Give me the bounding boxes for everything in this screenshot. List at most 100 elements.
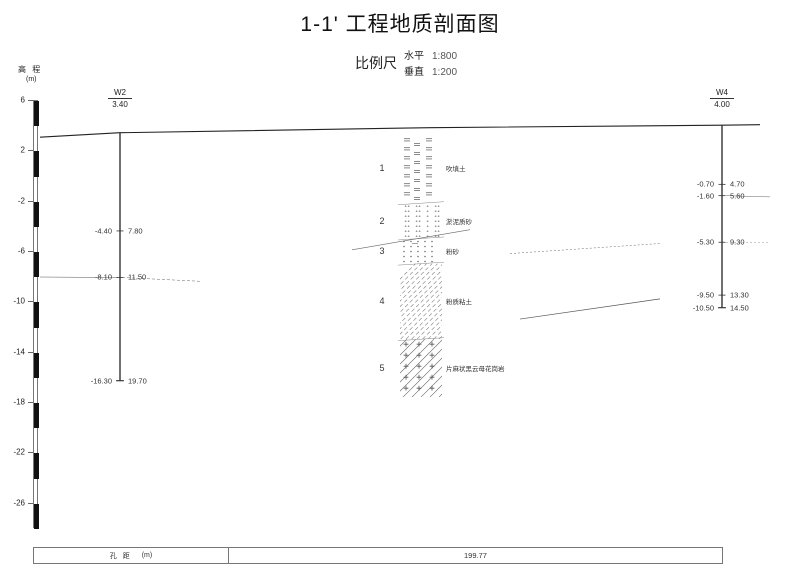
svg-text:~: ~ bbox=[404, 230, 406, 234]
scale-ratio-horizontal: 1:800 bbox=[432, 51, 458, 62]
spacing-table-header: 孔 距 (m) bbox=[34, 548, 229, 563]
axis-band bbox=[34, 252, 39, 278]
axis-tick-label: 2 bbox=[20, 145, 25, 155]
stratum-name-5: 片麻状黑云母花岗岩 bbox=[446, 366, 505, 374]
svg-text:~: ~ bbox=[407, 225, 409, 229]
svg-text:~: ~ bbox=[415, 215, 417, 219]
svg-text:~: ~ bbox=[404, 220, 406, 224]
svg-text:~: ~ bbox=[426, 210, 428, 214]
svg-text:~: ~ bbox=[407, 220, 409, 224]
svg-text:~: ~ bbox=[418, 205, 420, 209]
depth-annotation-depth: 11.50 bbox=[128, 272, 147, 282]
borehole-elevation: 4.00 bbox=[714, 100, 730, 109]
axis-band bbox=[34, 302, 39, 328]
axis-band bbox=[34, 201, 39, 227]
scale-row-vertical: 垂直 1:200 bbox=[404, 63, 457, 78]
depth-annotation-depth: 4.70 bbox=[730, 179, 745, 189]
depth-annotation-depth: 9.30 bbox=[730, 237, 745, 247]
axis-tick-label: -14 bbox=[13, 347, 25, 357]
scale-row-horizontal: 水平 1:800 bbox=[404, 47, 457, 62]
axis-band bbox=[34, 453, 39, 479]
axis-tick-label: -10 bbox=[13, 296, 25, 306]
stratum-name-3: 粉砂 bbox=[446, 249, 459, 257]
svg-text:~: ~ bbox=[404, 215, 406, 219]
svg-text:~: ~ bbox=[407, 205, 409, 209]
axis-tick bbox=[28, 402, 33, 404]
stratum-pattern-1 bbox=[404, 138, 432, 200]
stratum-contact-line bbox=[351, 229, 471, 251]
svg-text:~: ~ bbox=[404, 210, 406, 214]
depth-annotation-elevation: -1.60 bbox=[696, 191, 714, 201]
axis-tick-label: 6 bbox=[20, 95, 25, 105]
svg-text:~: ~ bbox=[426, 220, 428, 224]
axis-band bbox=[34, 503, 39, 529]
svg-text:~: ~ bbox=[407, 230, 409, 234]
svg-text:~: ~ bbox=[426, 205, 428, 209]
svg-text:~: ~ bbox=[418, 215, 420, 219]
axis-tick bbox=[28, 301, 33, 303]
svg-text:~: ~ bbox=[434, 235, 436, 239]
svg-text:~: ~ bbox=[418, 235, 420, 239]
axis-band bbox=[34, 151, 39, 177]
stratum-name-4: 粉质粘土 bbox=[446, 299, 472, 307]
axis-band bbox=[34, 403, 39, 429]
svg-text:~: ~ bbox=[434, 225, 436, 229]
stratum-number-3: 3 bbox=[379, 246, 385, 257]
svg-text:~: ~ bbox=[407, 215, 409, 219]
svg-text:~: ~ bbox=[415, 235, 417, 239]
svg-text:~: ~ bbox=[434, 210, 436, 214]
elevation-axis-caption: 高 程 bbox=[18, 65, 43, 74]
scale-direction-vertical: 垂直 bbox=[404, 67, 424, 78]
stratum-trace-left-2 bbox=[121, 277, 201, 282]
axis-tick-label: -18 bbox=[13, 397, 25, 407]
spacing-header-unit: (m) bbox=[141, 552, 153, 559]
axis-tick bbox=[28, 502, 33, 504]
depth-annotation-elevation: -9.50 bbox=[696, 290, 714, 300]
scale-ratio-vertical: 1:200 bbox=[432, 67, 458, 78]
stratum-pattern-3 bbox=[403, 240, 433, 263]
svg-text:~: ~ bbox=[418, 220, 420, 224]
axis-tick bbox=[28, 200, 33, 202]
depth-annotation-depth: 19.70 bbox=[128, 376, 147, 386]
svg-text:~: ~ bbox=[418, 230, 420, 234]
scale-direction-horizontal: 水平 bbox=[404, 51, 424, 62]
svg-text:~: ~ bbox=[404, 205, 406, 209]
scale-block: 比例尺 水平 1:800 垂直 1:200 bbox=[355, 47, 457, 78]
svg-text:~: ~ bbox=[426, 215, 428, 219]
stratum-boundary bbox=[397, 337, 445, 341]
axis-tick bbox=[28, 351, 33, 353]
svg-text:~: ~ bbox=[415, 205, 417, 209]
stratum-trace-right-2 bbox=[519, 298, 661, 320]
scale-rows: 水平 1:800 垂直 1:200 bbox=[404, 47, 457, 78]
axis-tick-label: -2 bbox=[17, 196, 25, 206]
svg-text:~: ~ bbox=[434, 220, 436, 224]
ground-surface-line bbox=[39, 124, 761, 138]
svg-text:~: ~ bbox=[437, 205, 439, 209]
elevation-axis-unit: (m) bbox=[26, 76, 37, 83]
svg-text:~: ~ bbox=[437, 210, 439, 214]
scale-label: 比例尺 bbox=[355, 54, 397, 71]
depth-annotation-elevation: -0.70 bbox=[696, 179, 714, 189]
svg-text:~: ~ bbox=[418, 210, 420, 214]
svg-text:~: ~ bbox=[415, 230, 417, 234]
svg-text:~: ~ bbox=[437, 225, 439, 229]
depth-annotation-elevation: -16.30 bbox=[90, 376, 112, 386]
axis-tick bbox=[28, 150, 33, 152]
stratum-pattern-2: ~~~~~~~~~~~~~~~~~~~~~~~~~~~~~~~~~~~~~~~~… bbox=[404, 205, 440, 239]
svg-text:~: ~ bbox=[418, 225, 420, 229]
depth-annotation-elevation: -5.30 bbox=[696, 237, 714, 247]
stratum-number-1: 1 bbox=[379, 162, 385, 173]
stratum-number-2: 2 bbox=[379, 215, 385, 226]
axis-tick bbox=[28, 452, 33, 454]
borehole-elevation: 3.40 bbox=[112, 100, 128, 109]
svg-text:~: ~ bbox=[407, 235, 409, 239]
stratum-number-5: 5 bbox=[379, 363, 385, 374]
depth-annotation-elevation: -10.50 bbox=[692, 303, 714, 313]
axis-tick bbox=[28, 100, 33, 101]
svg-text:~: ~ bbox=[415, 220, 417, 224]
axis-tick-label: -22 bbox=[13, 447, 25, 457]
